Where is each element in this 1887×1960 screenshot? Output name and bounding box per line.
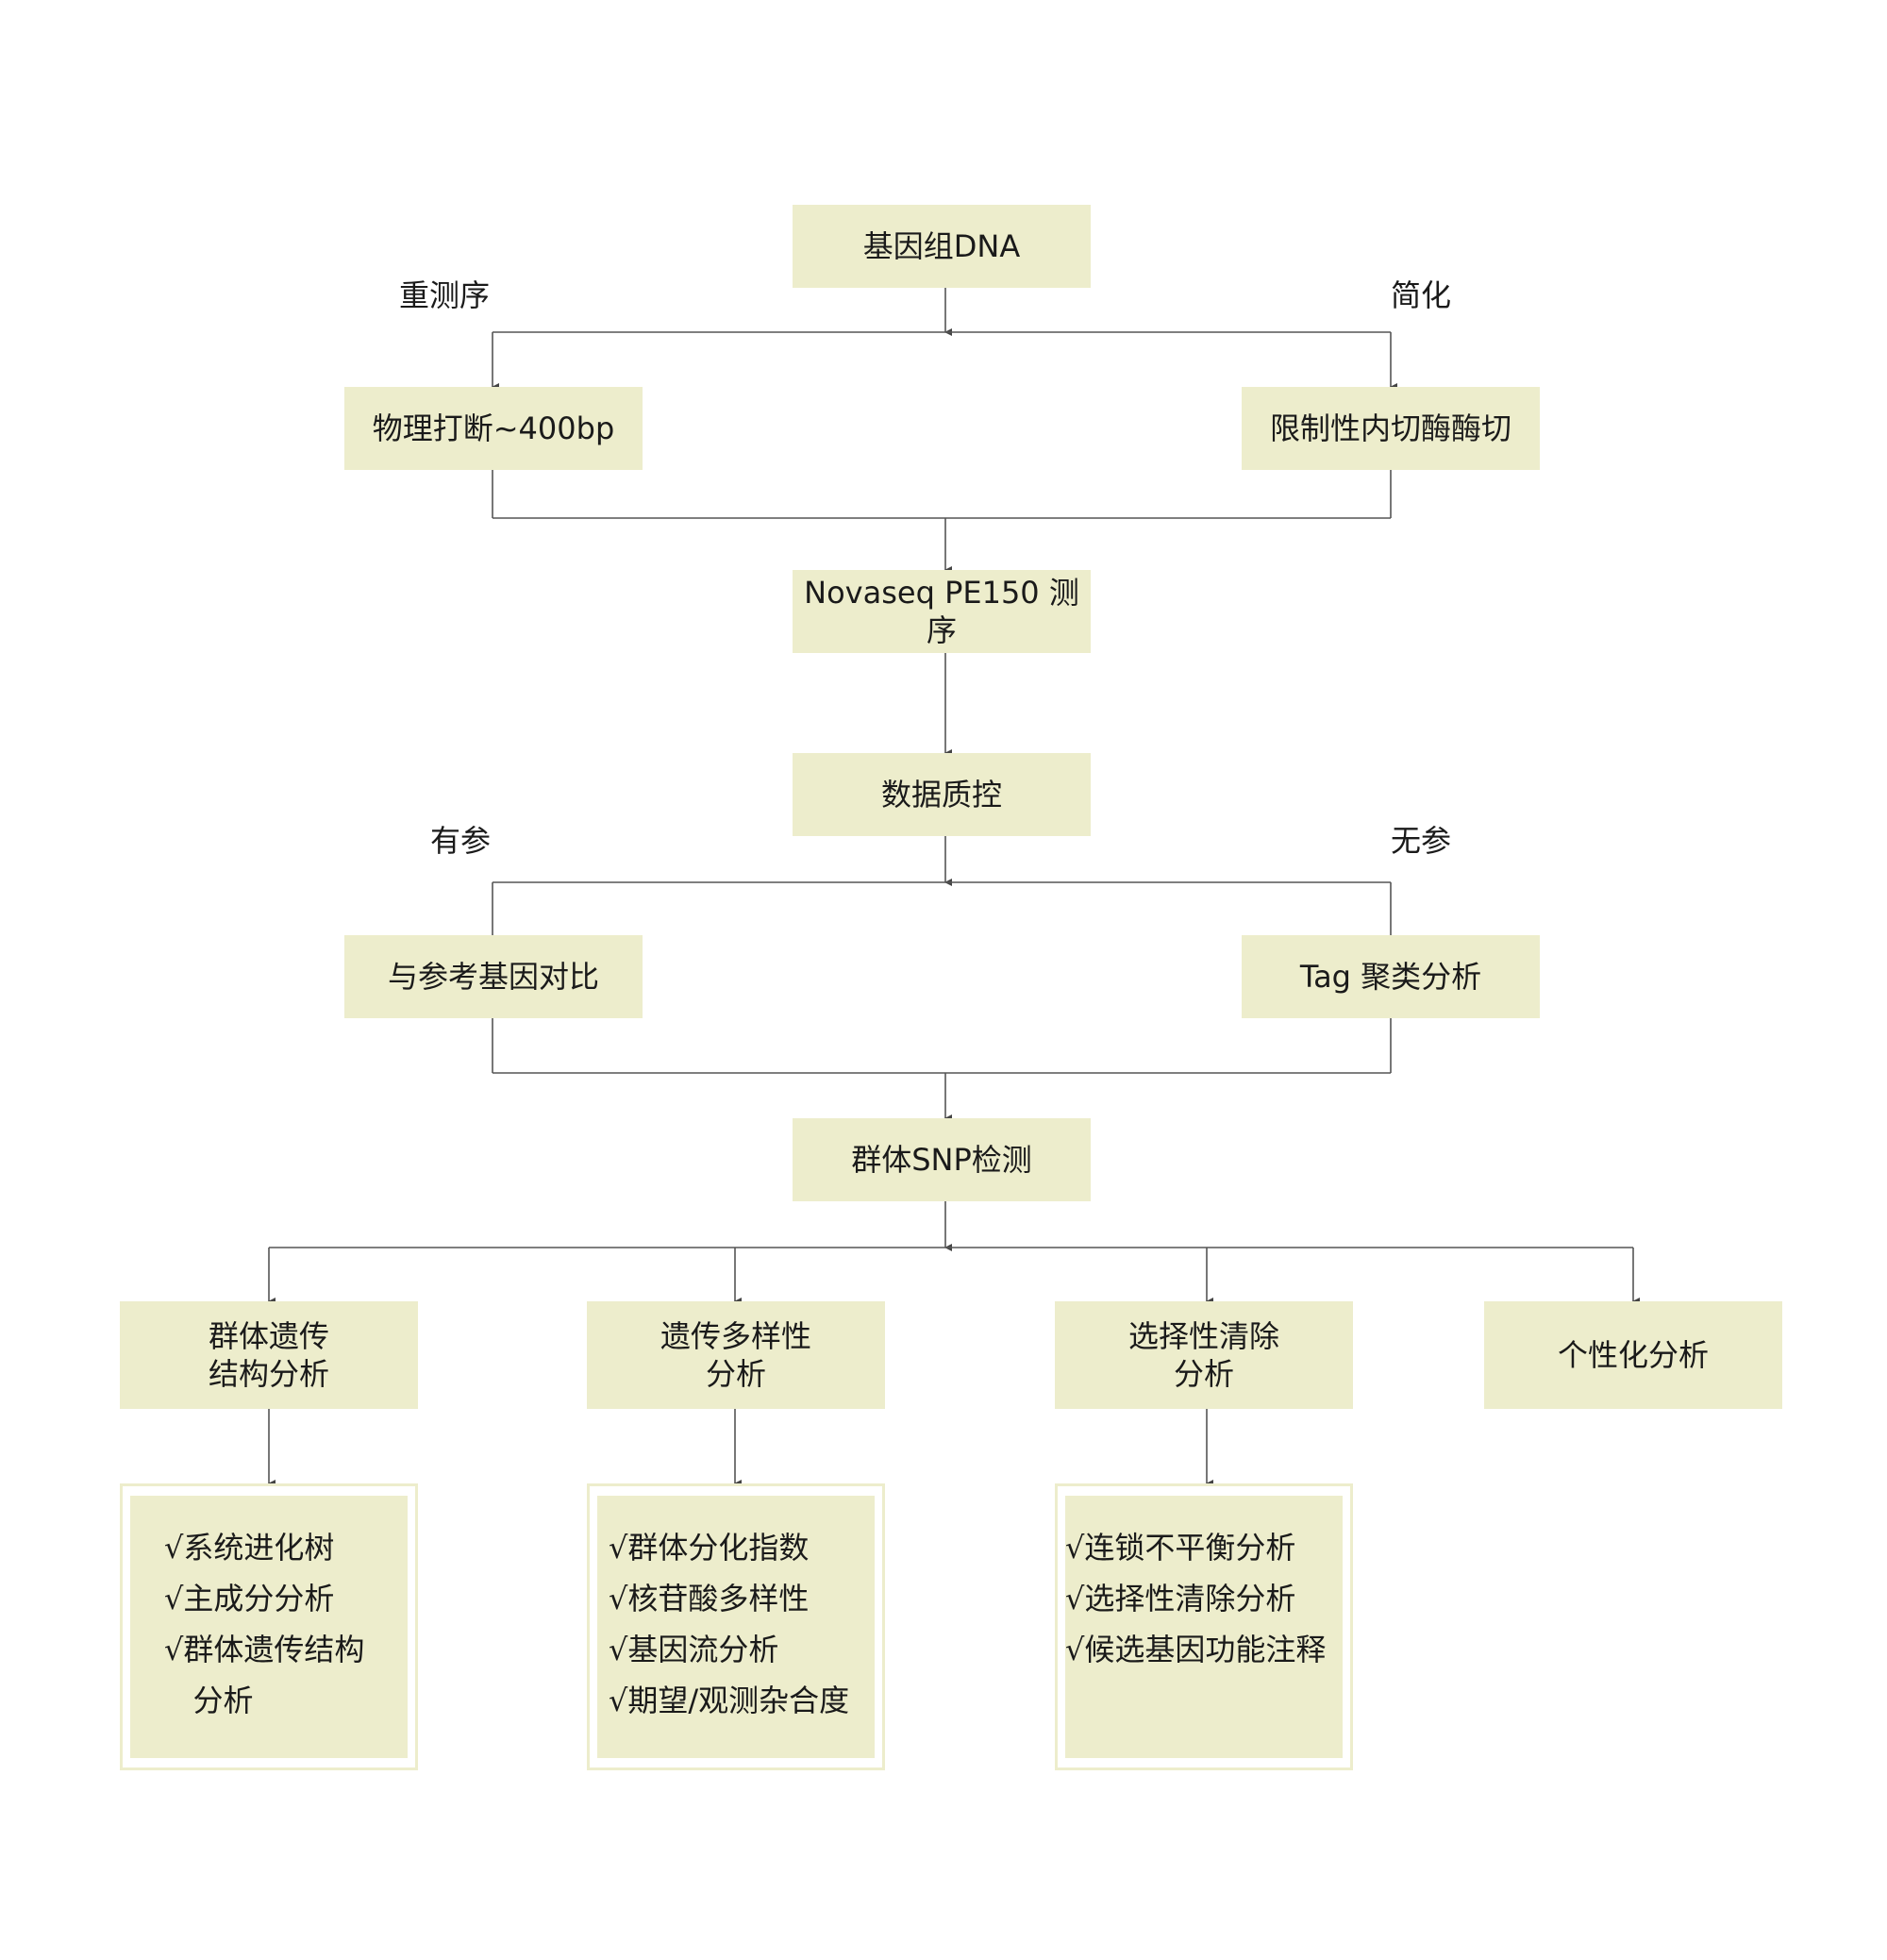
- details-population-structure: √系统进化树 √主成分分析 √群体遗传结构 分析: [120, 1483, 418, 1770]
- node-selective-sweep: 选择性清除 分析: [1055, 1301, 1353, 1409]
- details-population-structure-inner: √系统进化树 √主成分分析 √群体遗传结构 分析: [130, 1496, 408, 1758]
- list-item: √主成分分析: [164, 1581, 335, 1617]
- node-sequencing: Novaseq PE150 测序: [793, 570, 1091, 653]
- node-reference-compare: 与参考基因对比: [344, 935, 643, 1018]
- list-item: √核苷酸多样性: [609, 1581, 810, 1617]
- node-tag-cluster: Tag 聚类分析: [1242, 935, 1540, 1018]
- label-with-reference: 有参: [430, 823, 492, 859]
- node-data-qc: 数据质控: [793, 753, 1091, 836]
- details-selective-sweep: √连锁不平衡分析 √选择性清除分析 √候选基因功能注释: [1055, 1483, 1353, 1770]
- details-genetic-diversity-inner: √群体分化指数 √核苷酸多样性 √基因流分析 √期望/观测杂合度: [597, 1496, 875, 1758]
- list-item: √基因流分析: [609, 1632, 779, 1667]
- list-item: √系统进化树: [164, 1530, 335, 1566]
- node-population-structure: 群体遗传 结构分析: [120, 1301, 418, 1409]
- list-item: √期望/观测杂合度: [609, 1683, 850, 1718]
- list-item: √群体分化指数: [609, 1530, 810, 1566]
- node-physical-break: 物理打断~400bp: [344, 387, 643, 470]
- details-genetic-diversity: √群体分化指数 √核苷酸多样性 √基因流分析 √期望/观测杂合度: [587, 1483, 885, 1770]
- label-resequencing: 重测序: [399, 277, 491, 313]
- list-item: √选择性清除分析: [1065, 1581, 1296, 1617]
- list-item: 分析: [164, 1683, 254, 1718]
- details-population-structure-list: √系统进化树 √主成分分析 √群体遗传结构 分析: [164, 1522, 408, 1726]
- details-selective-sweep-list: √连锁不平衡分析 √选择性清除分析 √候选基因功能注释: [1065, 1522, 1343, 1675]
- node-personalized-analysis: 个性化分析: [1484, 1301, 1782, 1409]
- details-genetic-diversity-list: √群体分化指数 √核苷酸多样性 √基因流分析 √期望/观测杂合度: [609, 1522, 875, 1726]
- node-snp-detect: 群体SNP检测: [793, 1118, 1091, 1201]
- list-item: √群体遗传结构: [164, 1632, 365, 1667]
- label-no-reference: 无参: [1391, 823, 1452, 859]
- node-genome-dna: 基因组DNA: [793, 205, 1091, 288]
- details-selective-sweep-inner: √连锁不平衡分析 √选择性清除分析 √候选基因功能注释: [1065, 1496, 1343, 1758]
- node-enzyme-digest: 限制性内切酶酶切: [1242, 387, 1540, 470]
- list-item: √连锁不平衡分析: [1065, 1530, 1296, 1566]
- node-genetic-diversity: 遗传多样性 分析: [587, 1301, 885, 1409]
- label-simplified: 简化: [1391, 277, 1452, 313]
- list-item: √候选基因功能注释: [1065, 1632, 1327, 1667]
